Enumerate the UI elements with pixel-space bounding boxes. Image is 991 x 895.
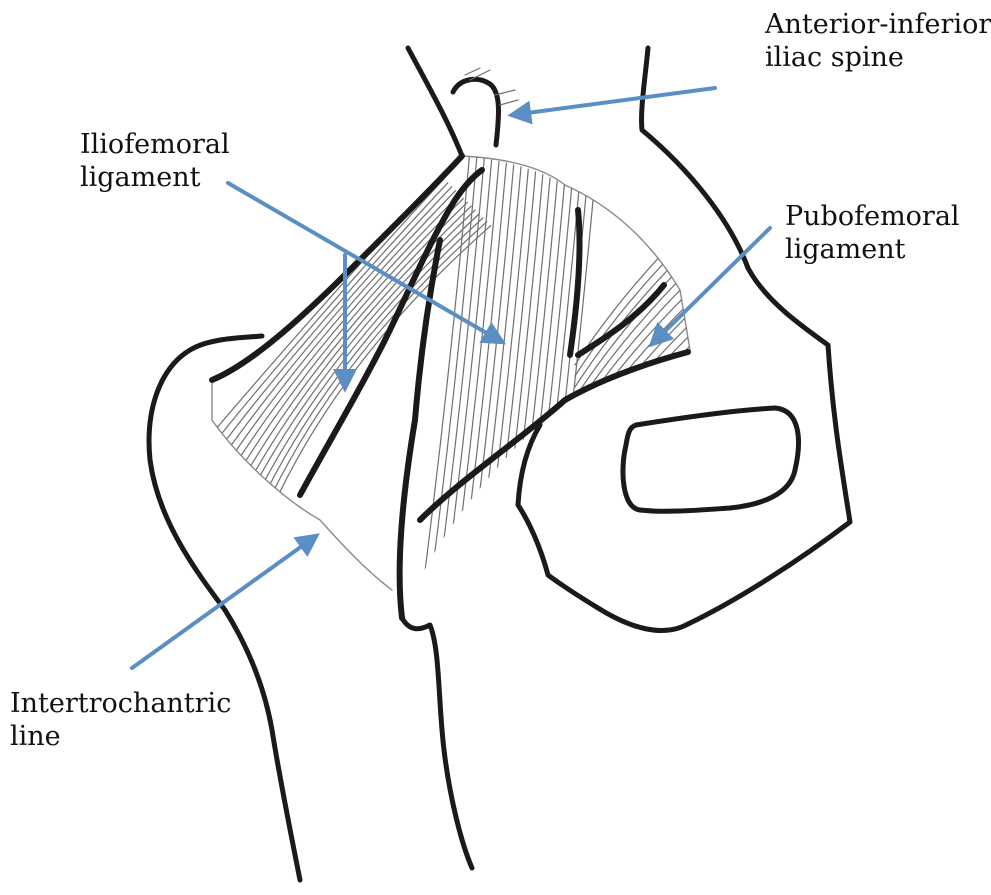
label-pubofemoral-line1: Pubofemoral (785, 200, 960, 233)
fiber-central (548, 150, 598, 610)
label-intertrochanteric: Intertrochantric line (10, 687, 231, 753)
label-pubofemoral: Pubofemoral ligament (785, 200, 960, 266)
obturator-foramen (623, 408, 799, 511)
label-pubofemoral-line2: ligament (785, 233, 960, 266)
pelvis-outer-border (518, 48, 850, 631)
label-aiis: Anterior-inferior iliac spine (765, 8, 991, 74)
femur-lateral-outline (149, 336, 300, 880)
fiber-lateral (219, 179, 444, 437)
label-intertrochanteric-line1: Intertrochantric (10, 687, 231, 720)
fiber-central (540, 150, 590, 610)
femur-medial-outline (402, 618, 472, 868)
label-aiis-line2: iliac spine (765, 41, 991, 74)
label-iliofemoral-line1: Iliofemoral (80, 128, 230, 161)
arrow-intertrochanteric (132, 536, 316, 668)
label-iliofemoral-line2: ligament (80, 161, 230, 194)
pelvis-outline (408, 48, 462, 156)
pubofemoral-band-bottom (565, 352, 688, 400)
label-intertrochanteric-line2: line (10, 720, 231, 753)
capsule-lower-border (420, 400, 565, 520)
label-aiis-line1: Anterior-inferior (765, 8, 991, 41)
arrow-aiis (512, 88, 715, 115)
arrow-pubofemoral (652, 228, 770, 344)
pelvis-spine-hook (453, 79, 498, 145)
label-iliofemoral: Iliofemoral ligament (80, 128, 230, 194)
